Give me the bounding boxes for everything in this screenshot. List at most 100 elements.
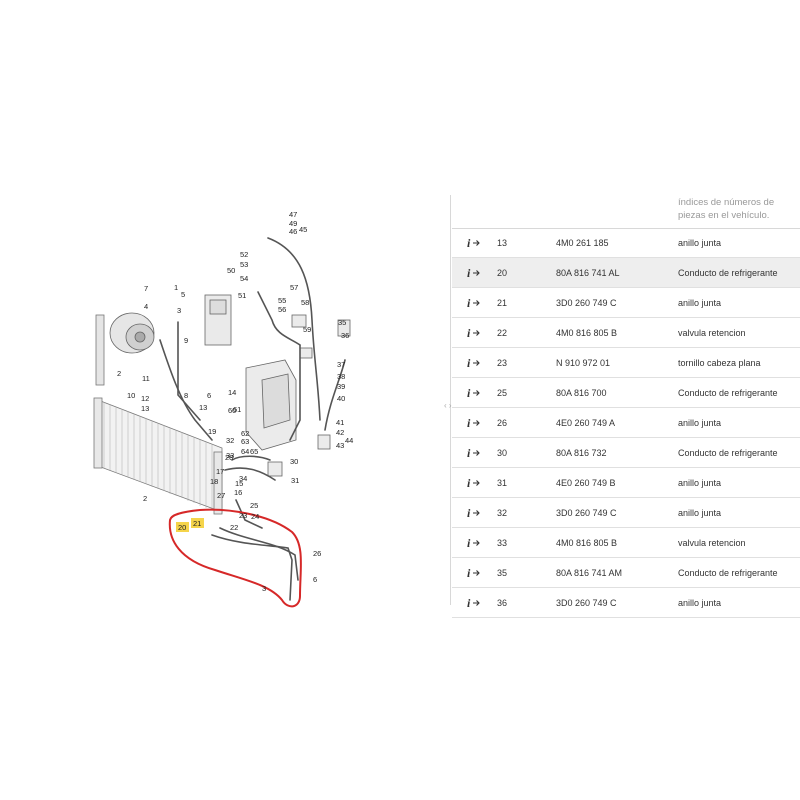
svg-text:43: 43 [336, 441, 344, 450]
svg-text:50: 50 [227, 266, 235, 275]
info-link-icon[interactable]: i [466, 596, 482, 610]
pipes-drawing [159, 237, 346, 601]
condenser-drawing [93, 314, 223, 515]
svg-text:49: 49 [289, 219, 297, 228]
svg-text:i: i [467, 446, 471, 459]
svg-text:61: 61 [233, 405, 241, 414]
svg-text:3: 3 [177, 306, 181, 315]
svg-text:45: 45 [299, 225, 307, 234]
callout-20: 20 [178, 523, 186, 532]
compressor-drawing [109, 294, 232, 354]
svg-text:i: i [467, 296, 471, 309]
svg-text:41: 41 [336, 418, 344, 427]
svg-text:26: 26 [313, 549, 321, 558]
svg-text:5: 5 [181, 290, 185, 299]
part-description: anillo junta [678, 508, 722, 518]
svg-text:i: i [467, 476, 471, 489]
part-description: anillo junta [678, 598, 722, 608]
callout-21: 21 [193, 519, 201, 528]
svg-text:58: 58 [301, 298, 309, 307]
info-link-icon[interactable]: i [466, 296, 482, 310]
svg-text:6: 6 [207, 391, 211, 400]
valve-block-drawing [245, 314, 351, 477]
svg-text:i: i [467, 566, 471, 579]
info-link-icon[interactable]: i [466, 266, 482, 280]
part-number: 3D0 260 749 C [556, 598, 617, 608]
svg-text:9: 9 [184, 336, 188, 345]
svg-text:2: 2 [143, 494, 147, 503]
part-description: Conducto de refrigerante [678, 448, 778, 458]
part-number: N 910 972 01 [556, 358, 611, 368]
part-description: anillo junta [678, 418, 722, 428]
info-link-icon[interactable]: i [466, 536, 482, 550]
callout-21-badge [191, 518, 204, 528]
info-link-icon[interactable]: i [466, 446, 482, 460]
info-link-icon[interactable]: i [466, 326, 482, 340]
svg-text:42: 42 [336, 428, 344, 437]
svg-text:62: 62 [241, 429, 249, 438]
svg-text:40: 40 [337, 394, 345, 403]
info-link-icon[interactable]: i [466, 476, 482, 490]
part-description: Conducto de refrigerante [678, 568, 778, 578]
panel-divider [450, 195, 451, 605]
svg-text:11: 11 [142, 374, 150, 383]
info-link-icon[interactable]: i [466, 416, 482, 430]
highlight-circle [168, 508, 302, 608]
svg-text:64: 64 [241, 447, 249, 456]
info-link-icon[interactable]: i [466, 356, 482, 370]
info-link-icon[interactable]: i [466, 566, 482, 580]
svg-text:i: i [467, 326, 471, 339]
info-link-icon[interactable]: i [466, 386, 482, 400]
info-link-icon[interactable]: i [466, 506, 482, 520]
svg-text:14: 14 [228, 388, 236, 397]
svg-text:13: 13 [199, 403, 207, 412]
part-number: 4M0 816 805 B [556, 328, 618, 338]
svg-text:34: 34 [239, 474, 247, 483]
svg-text:i: i [467, 596, 471, 609]
svg-text:24: 24 [251, 512, 259, 521]
svg-text:63: 63 [241, 437, 249, 446]
svg-text:18: 18 [210, 477, 218, 486]
part-description: tornillo cabeza plana [678, 358, 761, 368]
svg-text:16: 16 [234, 488, 242, 497]
svg-text:33: 33 [226, 451, 234, 460]
svg-text:38: 38 [337, 372, 345, 381]
row-number: 25 [497, 388, 508, 398]
svg-text:59: 59 [303, 325, 311, 334]
table-row[interactable]: i 36 3D0 260 749 C anillo junta [452, 588, 800, 618]
svg-text:47: 47 [289, 210, 297, 219]
row-number: 33 [497, 538, 508, 548]
svg-text:i: i [467, 266, 471, 279]
svg-text:2: 2 [117, 369, 121, 378]
row-number: 32 [497, 508, 508, 518]
part-number: 80A 816 732 [556, 448, 607, 458]
svg-text:10: 10 [127, 391, 135, 400]
svg-text:56: 56 [278, 305, 286, 314]
drag-handle-icon[interactable]: ‹ › [444, 401, 452, 410]
svg-text:15: 15 [235, 479, 243, 488]
svg-text:27: 27 [217, 491, 225, 500]
part-number: 4E0 260 749 A [556, 418, 616, 428]
svg-text:36: 36 [341, 331, 349, 340]
svg-text:35: 35 [338, 318, 346, 327]
part-description: valvula retencion [678, 538, 746, 548]
part-number: 80A 816 700 [556, 388, 607, 398]
info-link-icon[interactable]: i [466, 236, 482, 250]
svg-text:60: 60 [228, 406, 236, 415]
row-number: 36 [497, 598, 508, 608]
